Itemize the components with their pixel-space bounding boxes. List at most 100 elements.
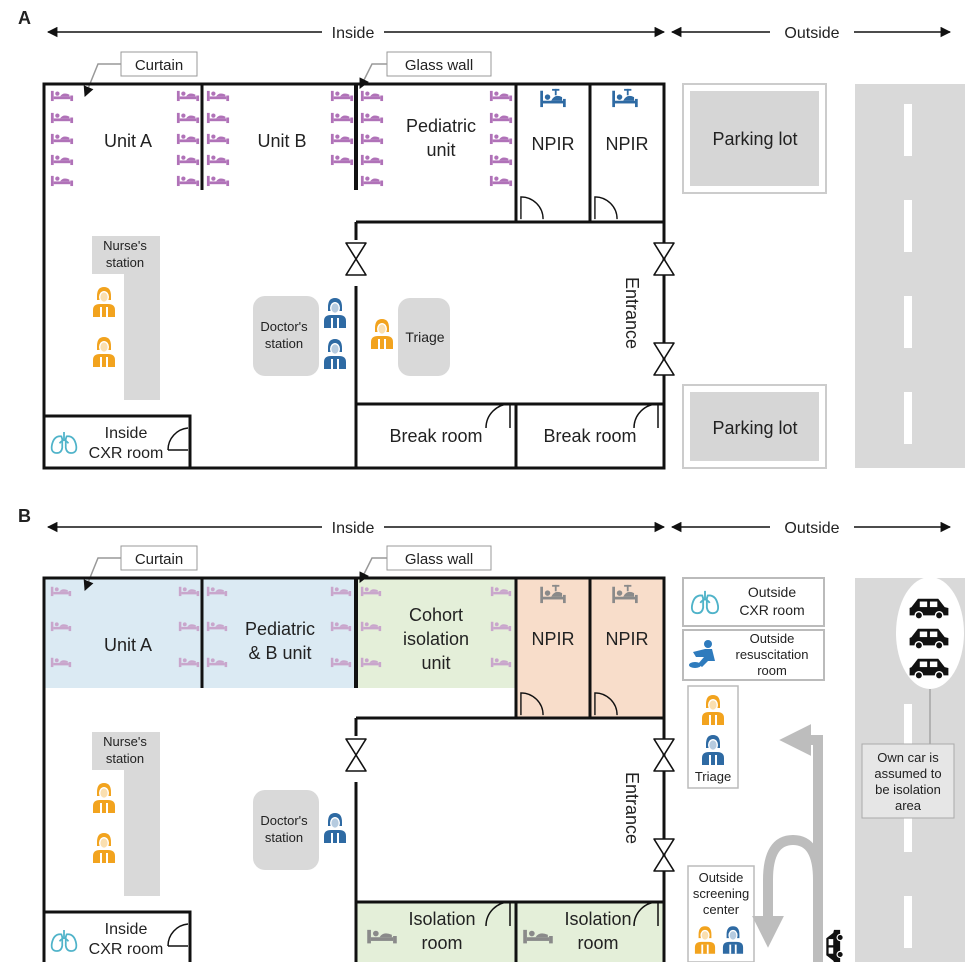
car-isolation-callout [861,743,955,819]
curtain-callout [120,51,198,77]
doorway-icon [653,342,675,376]
door-icon [633,901,659,927]
nurse-label-1: Nurse's [103,238,147,253]
zone-green [356,578,516,688]
screen-label-3: center [703,902,740,917]
parking-lot-bottom [690,392,819,461]
resus-label-1: Outside [750,631,795,646]
entrance-label: Entrance [622,277,642,349]
break-room-label-1: Break room [389,426,482,446]
traffic-flow-arrow [751,834,823,962]
door-icon [633,403,659,429]
glass-wall-callout [386,545,492,571]
parking-lot-label-2: Parking lot [712,418,797,438]
triage-label: Triage [405,329,444,345]
inside-label: Inside [332,520,375,537]
nurse-icon [93,833,115,863]
panel-b: B Inside Outside Curtain Glass wall [18,506,965,962]
npir-label-1: NPIR [531,629,574,649]
doctor-station-desk [253,790,319,870]
car-label-4: area [895,798,922,813]
npir-bed-icon [540,88,566,108]
nurse-label-2: station [106,255,144,270]
beds-pediatric-unit [360,90,513,187]
resus-label-3: room [757,663,787,678]
ped-b-label-2: & B unit [248,643,311,663]
doorway-icon [653,838,675,872]
doctor-station-desk [253,296,319,376]
out-cxr-label-1: Outside [748,584,796,600]
cohort-label-1: Cohort [409,605,463,625]
glass-wall-label: Glass wall [405,57,473,74]
outside-label: Outside [784,25,839,42]
nurse-icon [93,337,115,367]
panel-a: A Inside Outside Curtain Glass wall [18,8,965,470]
nurse-icon [93,287,115,317]
nurse-label-2: station [106,751,144,766]
out-cxr-label-2: CXR room [739,602,804,618]
doctor-label-2: station [265,336,303,351]
door-icon [167,427,189,451]
screen-label-1: Outside [699,870,744,885]
npir-label-2: NPIR [605,629,648,649]
isolation-label-2b: room [577,933,618,953]
car-label-3: be isolation [875,782,941,797]
ped-b-label-1: Pediatric [245,619,315,639]
npir-label-1: NPIR [531,134,574,154]
zone-blue [44,578,356,688]
doorway-icon [653,738,675,772]
doctor-icon [324,298,346,328]
doctor-icon [324,339,346,369]
traffic-flow-arrow [779,723,823,880]
unit-b-label: Unit B [257,131,306,151]
glass-wall-label: Glass wall [405,551,473,568]
doctor-label-2: station [265,830,303,845]
triage-desk [398,298,450,376]
car-icon [825,929,844,962]
triage-label: Triage [695,769,731,784]
npir-label-2: NPIR [605,134,648,154]
doctor-label-1: Doctor's [260,319,308,334]
resus-label-2: resuscitation [736,647,809,662]
cxr-label-2: CXR room [89,445,164,462]
panel-a-letter: A [18,8,31,28]
pediatric-label-1: Pediatric [406,116,476,136]
cxr-label-1: Inside [105,425,148,442]
lung-icon [50,929,78,952]
curtain-label: Curtain [135,57,183,74]
doctor-label-1: Doctor's [260,813,308,828]
glass-wall-callout [386,51,492,77]
nurse-label-1: Nurse's [103,734,147,749]
lung-icon [50,431,78,454]
isolation-label-1b: room [421,933,462,953]
unit-a-label: Unit A [104,131,152,151]
door-icon [485,901,511,927]
isolation-label-1a: Isolation [408,909,475,929]
parking-lot-label-1: Parking lot [712,129,797,149]
panel-b-letter: B [18,506,31,526]
doctor-icon [324,813,346,843]
unit-a-label: Unit A [104,635,152,655]
screen-label-2: screening [693,886,749,901]
npir-bed-icon [612,88,638,108]
car-label-2: assumed to [874,766,941,781]
door-icon [167,923,189,947]
car-label-1: Own car is [877,750,939,765]
door-icon [520,196,544,220]
cxr-label-1: Inside [105,921,148,938]
outside-label: Outside [784,520,839,537]
doorway-icon [345,242,367,276]
entrance-label: Entrance [622,772,642,844]
doorway-icon [345,738,367,772]
break-room-label-2: Break room [543,426,636,446]
triage-nurse-icon [371,319,393,349]
cohort-label-2: isolation [403,629,469,649]
inside-label: Inside [332,25,375,42]
curtain-label: Curtain [135,551,183,568]
cxr-label-2: CXR room [89,941,164,958]
door-icon [594,196,618,220]
pediatric-label-2: unit [426,140,455,160]
cohort-label-3: unit [421,653,450,673]
doorway-icon [653,242,675,276]
